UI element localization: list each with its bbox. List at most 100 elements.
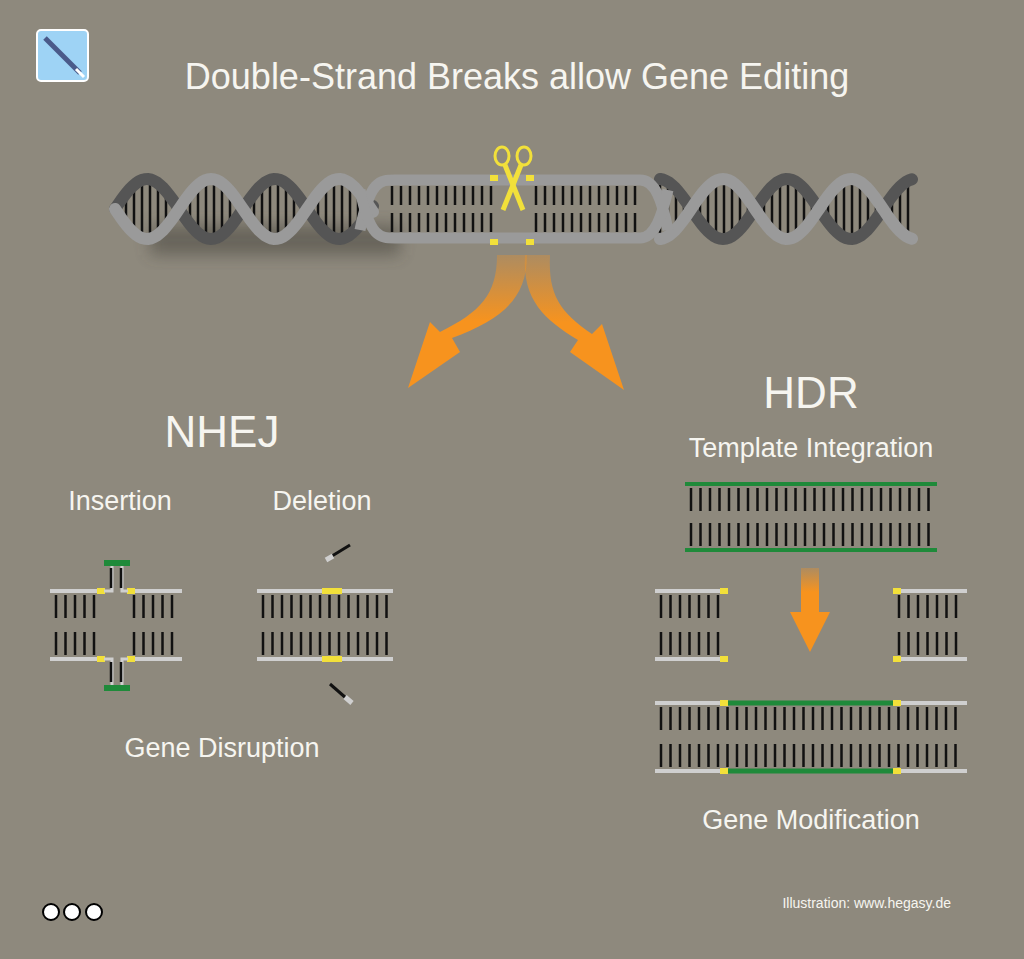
base-pair (338, 595, 341, 618)
removed-base (330, 684, 346, 698)
base-pair (328, 595, 331, 618)
base-pair (400, 186, 403, 205)
base-pair (802, 707, 805, 730)
base-pair (917, 595, 920, 618)
base-pair (785, 488, 788, 511)
mark (893, 700, 901, 706)
base-pair (918, 523, 921, 546)
mark (893, 588, 901, 594)
base-pair (717, 632, 720, 655)
base-pair (907, 744, 910, 767)
base-pair (736, 707, 739, 730)
base-pair (616, 186, 619, 205)
base-pair (916, 707, 919, 730)
base-pair (490, 213, 493, 232)
helix-strand (115, 179, 373, 239)
dna-fragments (50, 484, 967, 774)
base-pair (945, 707, 948, 730)
base-pair (357, 595, 360, 618)
base-pair (821, 744, 824, 767)
base-pair (880, 488, 883, 511)
base-pair (418, 213, 421, 232)
base-pair (309, 595, 312, 618)
base-pair (715, 185, 718, 233)
base-pair (851, 488, 854, 511)
helix-strand (660, 179, 912, 239)
base-pair (347, 632, 350, 655)
license-icons (43, 904, 102, 920)
base-pair (562, 213, 565, 232)
base-pair (851, 523, 854, 546)
base-pair (562, 186, 565, 205)
base-pair (598, 213, 601, 232)
base-pair (945, 632, 948, 655)
base-pair (161, 632, 164, 655)
base-pair (660, 744, 663, 767)
base-pair (745, 707, 748, 730)
base-pair (917, 632, 920, 655)
mark (322, 588, 342, 594)
base-pair (804, 488, 807, 511)
base-pair (898, 632, 901, 655)
base-pair (955, 632, 958, 655)
base-pair (427, 213, 430, 232)
base-pair (764, 707, 767, 730)
base-pair (793, 744, 796, 767)
base-pair (813, 488, 816, 511)
base-pair (83, 632, 86, 655)
base-pair (197, 189, 200, 229)
base-pair (707, 595, 710, 618)
base-pair (463, 213, 466, 232)
base-pair (400, 213, 403, 232)
base-pair (842, 523, 845, 546)
step-label: Template Integration (689, 433, 934, 464)
base-pair (409, 213, 412, 232)
base-pair (625, 213, 628, 232)
base-pair (679, 744, 682, 767)
base-pair (481, 186, 484, 205)
base-pair (766, 523, 769, 546)
base-pair (907, 185, 910, 233)
base-pair (616, 213, 619, 232)
base-pair (690, 523, 693, 546)
base-pair (679, 595, 682, 618)
base-pair (281, 632, 284, 655)
base-pair (319, 632, 322, 655)
backbone (893, 589, 967, 593)
base-pair (634, 186, 637, 205)
base-pair (571, 186, 574, 205)
base-pair (141, 184, 144, 234)
mark (97, 588, 105, 594)
base-pair (472, 213, 475, 232)
base-pair (669, 707, 672, 730)
mark (893, 656, 901, 662)
base-pair (747, 488, 750, 511)
helix-strand (660, 179, 912, 239)
base-pair (262, 632, 265, 655)
base-pair (698, 595, 701, 618)
base-pair (660, 707, 663, 730)
base-pair (927, 523, 930, 546)
base-pair (840, 707, 843, 730)
insert-loop (104, 564, 128, 591)
base-pair (418, 186, 421, 205)
base-pair (271, 632, 274, 655)
base-pair (445, 213, 448, 232)
base-pair (728, 523, 731, 546)
base-pair (580, 213, 583, 232)
base-pair (731, 186, 734, 232)
base-pair (926, 632, 929, 655)
base-pair (707, 632, 710, 655)
app-icon (37, 30, 88, 81)
backbone (50, 589, 104, 593)
base-pair (756, 523, 759, 546)
base-pair (812, 707, 815, 730)
backbone (655, 657, 728, 661)
base-pair (271, 595, 274, 618)
base-pair (935, 707, 938, 730)
backbone (128, 657, 182, 661)
mark (720, 656, 728, 662)
base-pair (737, 488, 740, 511)
backbone (128, 589, 182, 593)
backbone (685, 482, 937, 486)
